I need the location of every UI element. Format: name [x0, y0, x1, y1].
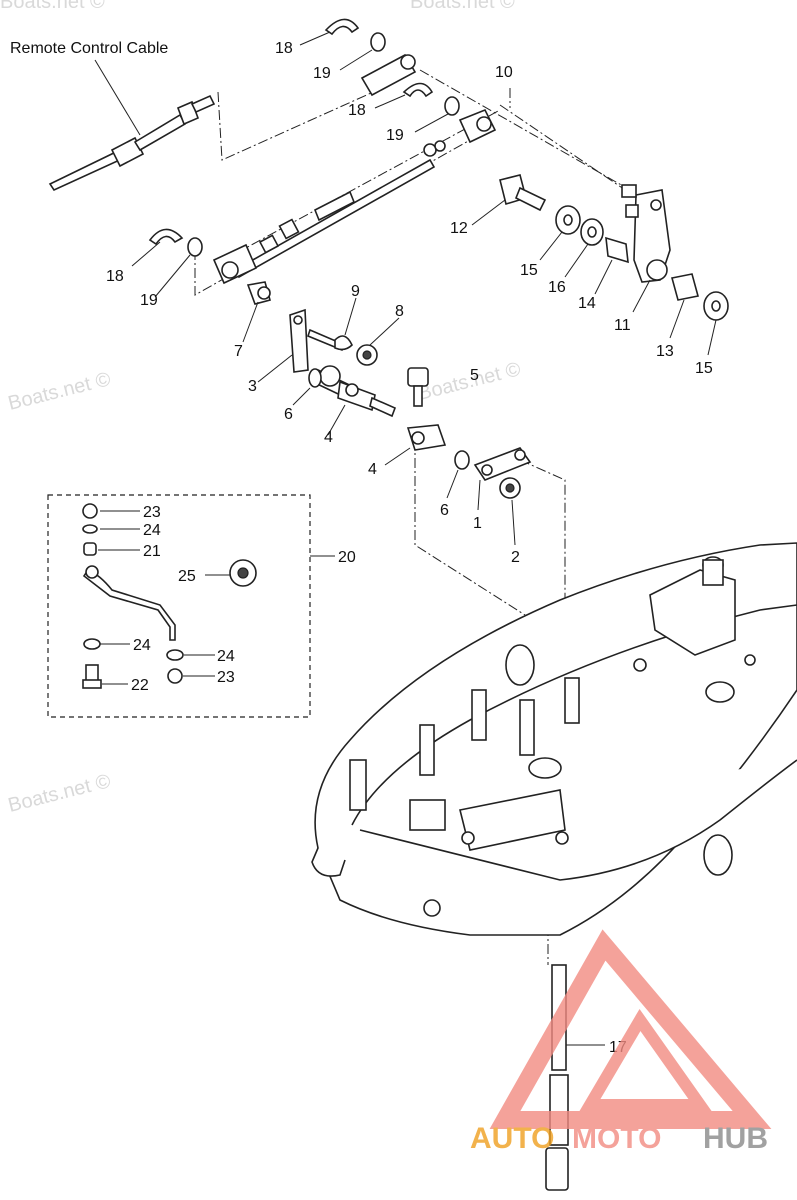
- label-14: 14: [578, 295, 596, 312]
- label-12: 12: [450, 220, 468, 237]
- label-23-top: 23: [143, 504, 161, 521]
- label-4-lower: 4: [368, 461, 377, 478]
- label-2: 2: [511, 549, 520, 566]
- clip-9: [334, 335, 353, 351]
- washer-6-upper: [308, 368, 322, 388]
- logo-text-moto: MOTO: [572, 1122, 661, 1155]
- remote-control-cable: [48, 94, 216, 192]
- clip-18-top: [324, 18, 360, 36]
- washer-19-middle: [444, 96, 460, 116]
- shift-rod-assembly: [212, 53, 497, 285]
- label-8: 8: [395, 303, 404, 320]
- watermark-top: Boats.net ©: [0, 0, 105, 13]
- label-13: 13: [656, 343, 674, 360]
- label-18-middle: 18: [348, 102, 366, 119]
- shift-lever-11: [621, 184, 671, 283]
- collar-14: [605, 236, 629, 264]
- label-24-right: 24: [217, 648, 235, 665]
- watermark-top-right: Boats.net ©: [410, 0, 515, 13]
- label-24-left: 24: [133, 637, 151, 654]
- label-18-left: 18: [106, 268, 124, 285]
- label-15-lower: 15: [695, 360, 713, 377]
- remote-control-cable-caption: Remote Control Cable: [10, 40, 168, 57]
- logo-text-auto: AUTO: [470, 1122, 554, 1155]
- label-10: 10: [495, 64, 513, 81]
- logo-text-hub: HUB: [703, 1122, 768, 1155]
- label-11: 11: [614, 317, 631, 334]
- label-1: 1: [473, 515, 482, 532]
- label-23-bottom: 23: [217, 669, 235, 686]
- bushing-7: [246, 281, 271, 305]
- label-22: 22: [131, 677, 149, 694]
- clip-18-left: [148, 228, 184, 246]
- label-19-middle: 19: [386, 127, 404, 144]
- label-19-left: 19: [140, 292, 158, 309]
- watermark-lower-left: Boats.net ©: [6, 770, 113, 817]
- label-15-upper: 15: [520, 262, 538, 279]
- label-25: 25: [178, 568, 196, 585]
- bolt-5: [407, 367, 429, 407]
- label-6-lower: 6: [440, 502, 449, 519]
- kit-20-parts: [82, 503, 257, 689]
- label-3: 3: [248, 378, 257, 395]
- automotohub-logo: AUTO MOTO HUB: [470, 929, 772, 1155]
- label-7: 7: [234, 343, 243, 360]
- label-18-top: 18: [275, 40, 293, 57]
- bolt-12: [499, 174, 547, 212]
- label-6-upper: 6: [284, 406, 293, 423]
- label-16: 16: [548, 279, 566, 296]
- label-5: 5: [470, 367, 479, 384]
- washer-19-left: [187, 237, 203, 257]
- label-20: 20: [338, 549, 356, 566]
- watermark-left: Boats.net ©: [6, 368, 113, 415]
- kit-20-box: [47, 494, 311, 718]
- label-4-upper: 4: [324, 429, 333, 446]
- cable-joint-4-upper: [337, 380, 397, 418]
- label-9: 9: [351, 283, 360, 300]
- lower-cowling: [311, 542, 797, 936]
- bolt-13: [671, 273, 699, 301]
- clip-18-middle: [402, 82, 434, 98]
- label-24-top: 24: [143, 522, 161, 539]
- label-19-top: 19: [313, 65, 331, 82]
- label-21: 21: [143, 543, 161, 560]
- cable-joint-4-lower: [406, 424, 447, 451]
- logo-triangle-icon: [489, 929, 772, 1129]
- washer-6-lower: [454, 450, 470, 470]
- washer-19-top: [370, 32, 386, 52]
